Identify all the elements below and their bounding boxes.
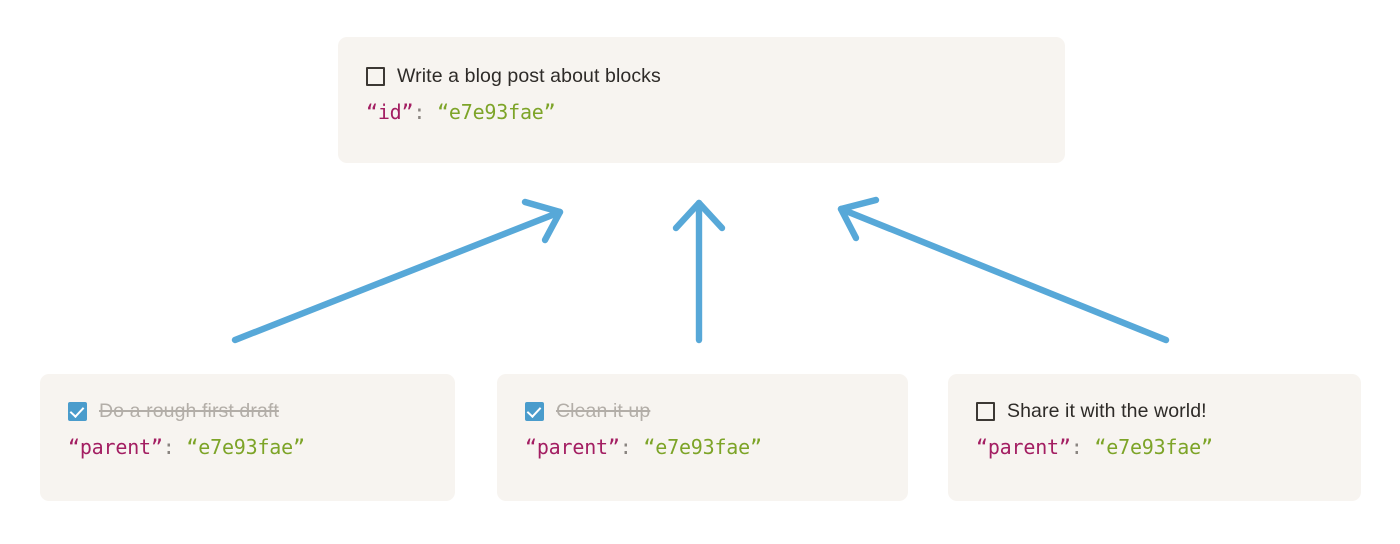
- task-row: Write a blog post about blocks: [366, 63, 1065, 89]
- task-row: Share it with the world!: [976, 398, 1361, 424]
- checkbox-checked-icon[interactable]: [68, 401, 87, 421]
- arrow-head: [521, 198, 564, 244]
- parent-task-card[interactable]: Write a blog post about blocks “id”: “e7…: [338, 37, 1065, 163]
- json-line: “parent”: “e7e93fae”: [68, 435, 455, 459]
- child-task-card-3[interactable]: Share it with the world! “parent”: “e7e9…: [948, 374, 1361, 501]
- json-key: “parent”: [68, 435, 163, 459]
- json-line: “parent”: “e7e93fae”: [525, 435, 908, 459]
- task-label: Do a rough first draft: [99, 399, 279, 422]
- json-key: “parent”: [525, 435, 620, 459]
- json-value: “e7e93fae”: [186, 435, 305, 459]
- arrow-child2-to-parent: [672, 199, 726, 344]
- task-row: Do a rough first draft: [68, 398, 455, 424]
- json-colon: :: [1070, 435, 1083, 459]
- arrow-head: [672, 199, 726, 232]
- arrow-head: [837, 196, 880, 242]
- json-key: “parent”: [976, 435, 1071, 459]
- json-line: “parent”: “e7e93fae”: [976, 435, 1361, 459]
- json-value: “e7e93fae”: [1094, 435, 1213, 459]
- child-task-card-1[interactable]: Do a rough first draft “parent”: “e7e93f…: [40, 374, 455, 501]
- task-label: Write a blog post about blocks: [397, 64, 661, 87]
- child-task-card-2[interactable]: Clean it up “parent”: “e7e93fae”: [497, 374, 908, 501]
- json-key: “id”: [366, 100, 414, 124]
- arrow-child3-to-parent: [837, 196, 1170, 344]
- json-space: [1083, 435, 1095, 459]
- task-label: Share it with the world!: [1007, 399, 1207, 422]
- json-space: [425, 100, 437, 124]
- json-space: [175, 435, 187, 459]
- checkbox-empty-icon[interactable]: [366, 66, 385, 86]
- arrow-shaft: [231, 208, 564, 344]
- json-colon: :: [162, 435, 175, 459]
- json-colon: :: [413, 100, 426, 124]
- json-colon: :: [619, 435, 632, 459]
- json-value: “e7e93fae”: [437, 100, 556, 124]
- checkbox-checked-icon[interactable]: [525, 401, 544, 421]
- arrow-child1-to-parent: [231, 198, 564, 344]
- task-row: Clean it up: [525, 398, 908, 424]
- task-label: Clean it up: [556, 399, 651, 422]
- json-space: [632, 435, 644, 459]
- arrow-shaft: [837, 205, 1170, 344]
- json-line: “id”: “e7e93fae”: [366, 100, 1065, 124]
- checkbox-empty-icon[interactable]: [976, 401, 995, 421]
- json-value: “e7e93fae”: [643, 435, 762, 459]
